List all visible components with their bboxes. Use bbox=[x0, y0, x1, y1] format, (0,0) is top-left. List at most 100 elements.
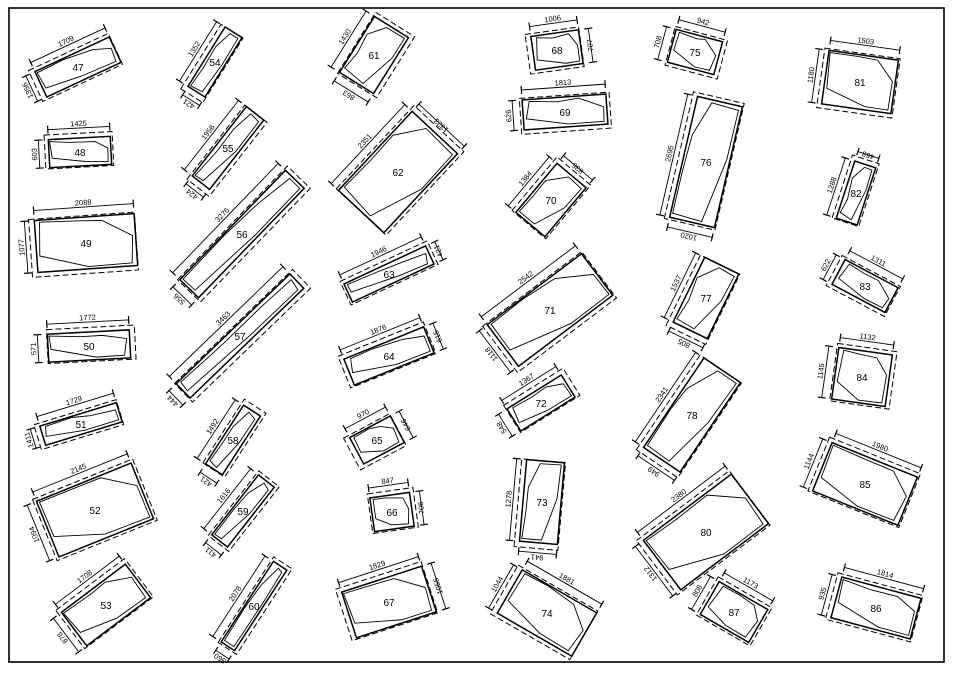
short-dimension-line bbox=[418, 490, 425, 525]
panel-outline bbox=[38, 401, 124, 447]
short-dimension-text: 1411 bbox=[22, 431, 35, 449]
short-dimension-line bbox=[334, 80, 369, 103]
dimension-tick bbox=[180, 166, 188, 173]
dimension-tick bbox=[692, 349, 700, 356]
dimension-tick bbox=[342, 424, 348, 433]
panel-cut-line bbox=[45, 409, 120, 437]
panel-number: 73 bbox=[536, 498, 548, 509]
dimension-tick bbox=[604, 80, 607, 89]
long-dimension-line bbox=[529, 19, 578, 28]
panel-cut-line bbox=[62, 576, 147, 634]
panel-outline bbox=[178, 169, 306, 299]
dimension-tick bbox=[35, 412, 39, 421]
dimension-tick bbox=[900, 275, 906, 283]
dimension-tick bbox=[200, 525, 208, 532]
panel-bounding-box bbox=[807, 436, 922, 529]
panel-number: 56 bbox=[236, 230, 248, 241]
panel-bounding-box bbox=[824, 572, 924, 643]
dimension-tick bbox=[32, 206, 35, 215]
panel-outline bbox=[204, 404, 262, 476]
long-dimension-line bbox=[330, 10, 367, 68]
long-dimension-line bbox=[344, 406, 386, 430]
panel-cut-line bbox=[672, 102, 739, 223]
long-dimension-line bbox=[521, 83, 606, 91]
panel-cut-line bbox=[343, 127, 454, 217]
short-dimension-line bbox=[29, 428, 37, 449]
panel-cut-line bbox=[36, 47, 117, 89]
dimension-tick bbox=[572, 242, 579, 250]
panel-cut-line bbox=[826, 52, 893, 111]
dimension-tick bbox=[197, 101, 203, 110]
dimension-tick bbox=[818, 436, 827, 441]
long-dimension-line bbox=[33, 203, 134, 212]
dimension-tick bbox=[367, 484, 370, 493]
dimension-tick bbox=[770, 597, 776, 605]
short-dimension-text: 941 bbox=[531, 552, 544, 562]
dimension-tick bbox=[461, 143, 468, 150]
dimension-tick bbox=[175, 78, 184, 84]
long-dimension-line bbox=[339, 236, 422, 276]
dimension-tick bbox=[169, 283, 177, 291]
panel-outline bbox=[672, 256, 740, 340]
long-dimension-line bbox=[330, 104, 406, 184]
panel-number: 84 bbox=[856, 373, 868, 384]
dimension-tick bbox=[584, 27, 593, 30]
dimension-tick bbox=[508, 433, 516, 439]
panel-number: 71 bbox=[544, 306, 556, 317]
short-dimension-text: 1180 bbox=[805, 66, 816, 83]
dimension-tick bbox=[441, 606, 450, 611]
short-dimension-line bbox=[518, 550, 557, 555]
long-dimension-line bbox=[659, 94, 689, 216]
panel-outline bbox=[811, 441, 919, 527]
short-dimension-line bbox=[802, 438, 824, 488]
dimension-tick bbox=[235, 97, 243, 104]
dimension-tick bbox=[509, 562, 518, 568]
panel-cut-line bbox=[223, 567, 283, 648]
dimension-tick bbox=[33, 99, 42, 104]
panel-number: 80 bbox=[700, 528, 712, 539]
panel-number: 74 bbox=[541, 609, 553, 620]
dimension-tick bbox=[560, 152, 567, 160]
panel-bounding-box bbox=[663, 91, 745, 231]
long-dimension-text: 1772 bbox=[79, 313, 96, 323]
short-dimension-line bbox=[811, 48, 820, 103]
dimension-tick bbox=[721, 569, 727, 577]
short-dimension-line bbox=[668, 330, 704, 349]
short-dimension-line bbox=[398, 411, 414, 438]
dimension-tick bbox=[677, 15, 681, 24]
long-dimension-line bbox=[368, 482, 409, 489]
long-dimension-line bbox=[338, 556, 419, 584]
dimension-tick bbox=[588, 60, 598, 64]
dimension-tick bbox=[856, 147, 860, 156]
dimension-tick bbox=[337, 271, 342, 279]
short-dimension-line bbox=[172, 286, 192, 306]
long-dimension-line bbox=[47, 125, 110, 131]
panel-number: 54 bbox=[209, 58, 221, 69]
dimension-tick bbox=[662, 25, 671, 29]
long-dimension-line bbox=[203, 468, 251, 529]
panel-number: 87 bbox=[728, 608, 740, 619]
panel-number: 82 bbox=[850, 189, 862, 200]
panel-cut-line bbox=[521, 463, 562, 541]
dimension-tick bbox=[475, 327, 483, 334]
dimension-tick bbox=[20, 220, 29, 223]
panel-bounding-box bbox=[366, 486, 419, 535]
dimension-tick bbox=[510, 129, 519, 132]
panel-cut-line bbox=[39, 220, 134, 268]
short-dimension-line bbox=[657, 26, 667, 60]
short-dimension-text: 615 bbox=[431, 329, 444, 344]
